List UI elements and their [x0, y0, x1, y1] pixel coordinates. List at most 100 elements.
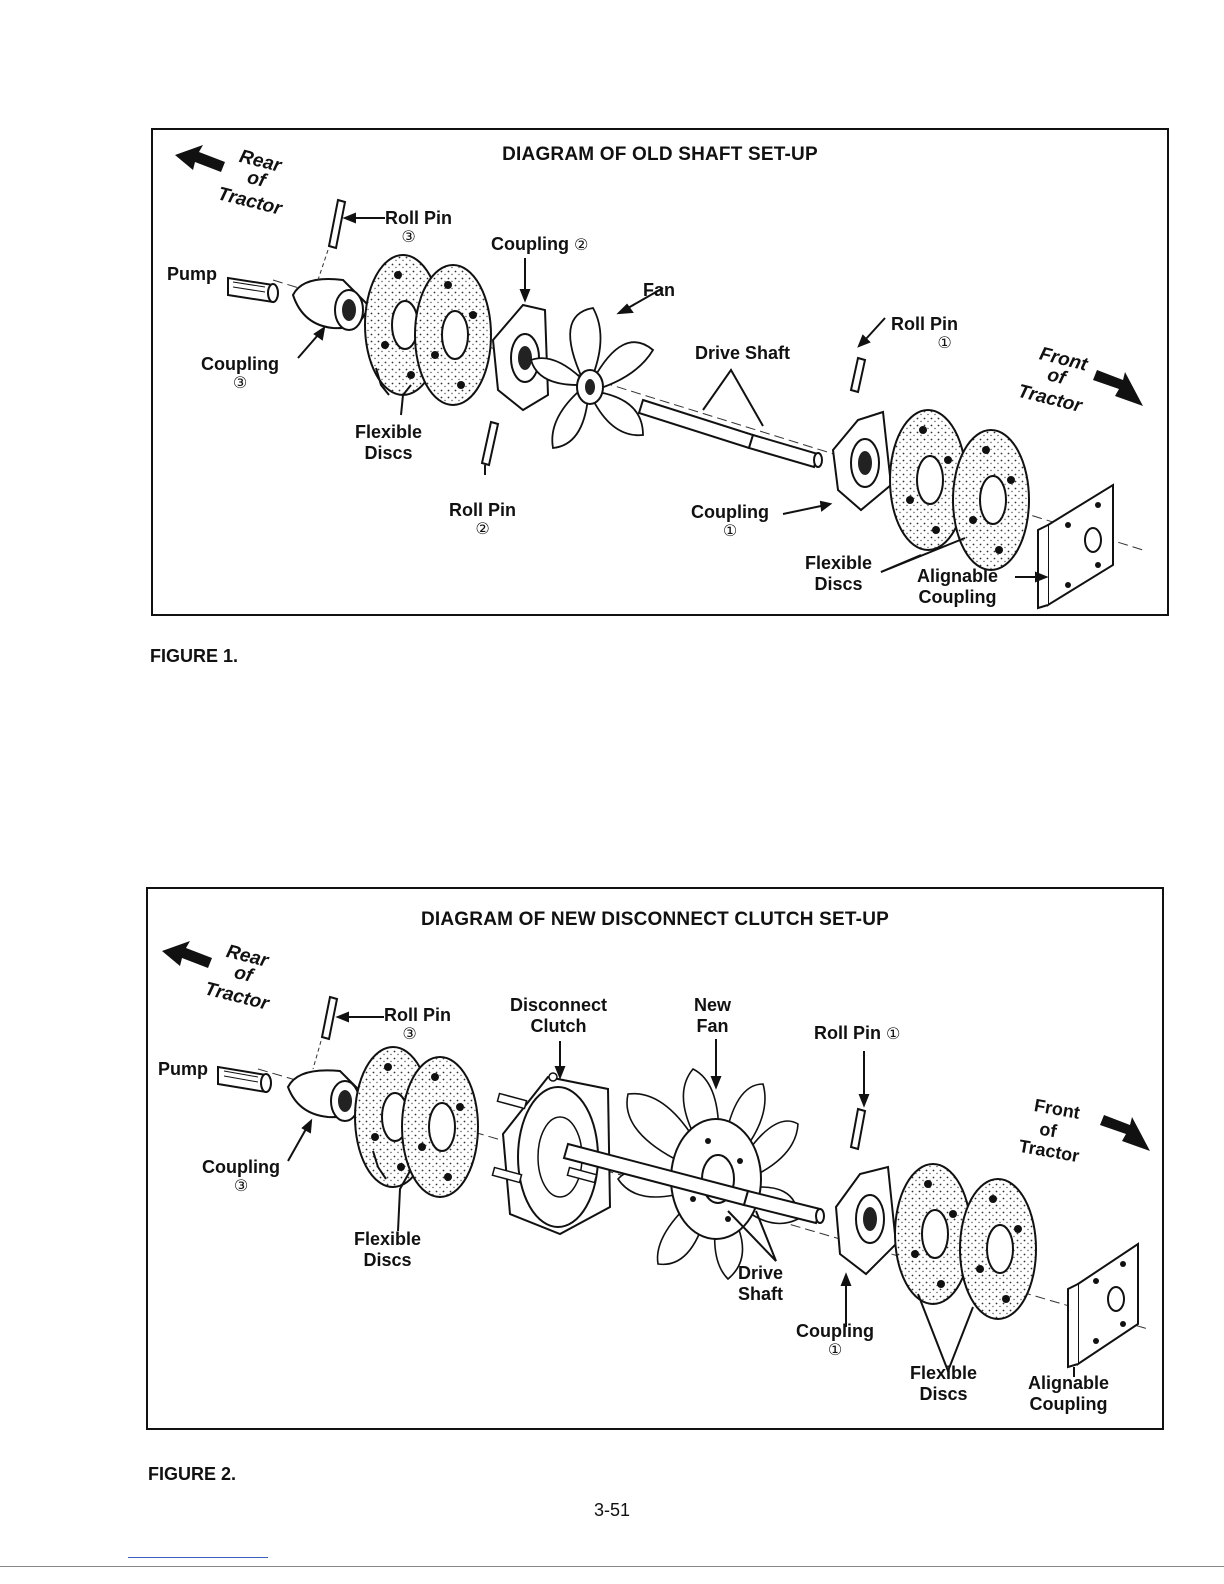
coupling-3-part [286, 1069, 365, 1122]
flexible-discs-right-label: Flexible Discs [805, 553, 872, 595]
rear-of-tractor-label: Rear of Tractor [215, 146, 284, 219]
roll-pin-2-text: Roll Pin [449, 500, 516, 520]
shaft-text: Shaft [738, 1284, 784, 1304]
flexible-disc-left-2 [401, 1056, 479, 1198]
disconnect-clutch-label: Disconnect Clutch [510, 995, 607, 1037]
roll-pin-1-number: ① [886, 1026, 901, 1043]
flexible-text: Flexible [355, 422, 423, 442]
roll-pin-3-part [317, 198, 347, 281]
pump-shaft [217, 1065, 272, 1094]
front-of-tractor-label: Front of Tractor [1015, 343, 1090, 416]
coupling-1-label: Coupling ① [796, 1321, 874, 1360]
page-number: 3-51 [593, 1500, 631, 1520]
coupling-1-number: ① [722, 523, 738, 540]
alignable-text: Alignable [1028, 1373, 1110, 1393]
fan-text: Fan [696, 1016, 729, 1036]
new-fan-label: New Fan [694, 995, 731, 1037]
discs-text: Discs [814, 574, 863, 594]
drive-shaft-part [562, 1142, 825, 1225]
flexible-disc-left-2 [414, 264, 492, 406]
roll-pin-1-number: ① [937, 335, 952, 352]
rear-arrow-icon [175, 145, 225, 172]
figure-2-title: DIAGRAM OF NEW DISCONNECT CLUTCH SET-UP [420, 909, 889, 930]
figure-2-caption: FIGURE 2. [148, 1464, 237, 1484]
flexible-text: Flexible [805, 553, 873, 573]
roll-pin-1-label: Roll Pin ① [814, 1023, 900, 1045]
fan-part [529, 307, 655, 449]
figure-2-frame: DIAGRAM OF NEW DISCONNECT CLUTCH SET-UP … [146, 887, 1164, 1430]
coupling-1-text: Coupling [691, 502, 769, 522]
roll-pin-1-part [849, 356, 867, 394]
roll-pin-3-number: ③ [401, 229, 416, 246]
alignable-coupling-part [1037, 483, 1114, 610]
flexible-disc-right-1 [894, 1163, 972, 1305]
front-arrow-icon [1093, 370, 1143, 406]
new-text: New [694, 995, 732, 1015]
roll-pin-1-label: Roll Pin ① [891, 314, 958, 353]
drive-shaft-label: Drive Shaft [738, 1263, 783, 1305]
roll-pin-3-label: Roll Pin ③ [384, 1005, 451, 1044]
footer-rule [128, 1557, 268, 1558]
pump-label: Pump [158, 1059, 209, 1079]
drive-shaft-part [637, 398, 823, 469]
roll-pin-1-part [849, 1107, 867, 1151]
discs-text: Discs [363, 1250, 412, 1270]
coupling-1-part [834, 1165, 898, 1276]
figure-1-caption: FIGURE 1. [150, 646, 239, 666]
roll-pin-2-part [480, 420, 500, 467]
pump-shaft [227, 276, 279, 304]
roll-pin-3-text: Roll Pin [385, 208, 452, 228]
coupling-3-label: Coupling ③ [202, 1157, 280, 1196]
flexible-discs-right-label: Flexible Discs [910, 1363, 977, 1405]
coupling-1-text: Coupling [796, 1321, 874, 1341]
flexible-discs-left-label: Flexible Discs [355, 422, 422, 464]
coupling-2-text: Coupling [491, 234, 569, 254]
flexible-text: Flexible [354, 1229, 422, 1249]
flexible-text: Flexible [910, 1363, 978, 1383]
front-arrow-icon [1100, 1115, 1150, 1151]
coupling-text: Coupling [1029, 1394, 1108, 1414]
clutch-text: Clutch [530, 1016, 587, 1036]
discs-text: Discs [919, 1384, 968, 1404]
coupling-3-number: ③ [232, 375, 248, 392]
alignable-coupling-label: Alignable Coupling [917, 566, 998, 608]
alignable-coupling-label: Alignable Coupling [1028, 1373, 1109, 1415]
pump-label: Pump [167, 264, 218, 284]
alignable-coupling-part [1067, 1242, 1139, 1369]
coupling-3-number: ③ [233, 1178, 249, 1195]
coupling-3-part [291, 278, 370, 331]
fan-label: Fan [643, 280, 676, 300]
coupling-3-text: Coupling [201, 354, 279, 374]
coupling-3-label: Coupling ③ [201, 354, 279, 393]
figure-1-illustration [175, 145, 1144, 610]
front-of-tractor-label: Front of Tractor [1017, 1095, 1081, 1166]
drive-shaft-label: Drive Shaft [695, 343, 791, 363]
roll-pin-2-label: Roll Pin ② [449, 500, 516, 539]
flexible-disc-right-1 [889, 409, 967, 551]
coupling-3-text: Coupling [202, 1157, 280, 1177]
flexible-disc-right-2 [952, 429, 1030, 571]
footer-rule [0, 1566, 1224, 1567]
roll-pin-2-number: ② [475, 521, 490, 538]
coupling-1-part [831, 410, 893, 512]
flexible-discs-left-label: Flexible Discs [354, 1229, 421, 1271]
disconnect-clutch-part [491, 1072, 612, 1236]
roll-pin-1-text: Roll Pin [891, 314, 958, 334]
coupling-1-label: Coupling ① [691, 502, 769, 541]
rear-arrow-icon [162, 941, 212, 968]
coupling-1-number: ① [827, 1342, 843, 1359]
coupling-2-label: Coupling ② [491, 234, 588, 256]
coupling-2-part [491, 303, 550, 412]
figure-1-title: DIAGRAM OF OLD SHAFT SET-UP [502, 144, 818, 165]
figure-2-illustration [162, 941, 1150, 1377]
roll-pin-3-text: Roll Pin [384, 1005, 451, 1025]
figure-2-leader-lines [287, 1011, 1075, 1377]
roll-pin-3-label: Roll Pin ③ [385, 208, 452, 247]
flexible-disc-right-2 [959, 1178, 1037, 1320]
discs-text: Discs [364, 443, 413, 463]
disconnect-text: Disconnect [510, 995, 608, 1015]
coupling-2-number: ② [574, 237, 589, 254]
roll-pin-3-number: ③ [402, 1026, 417, 1043]
figure-1-frame: DIAGRAM OF OLD SHAFT SET-UP Rear of Trac… [151, 128, 1169, 616]
coupling-text: Coupling [918, 587, 997, 607]
